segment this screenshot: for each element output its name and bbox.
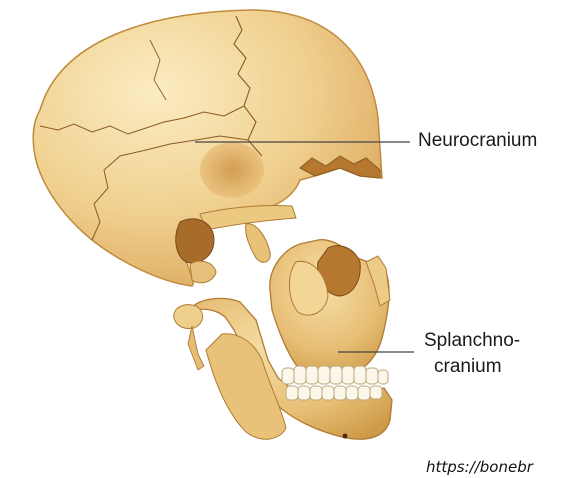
neurocranium-label: Neurocranium	[418, 129, 537, 153]
source-url-text: https://bonebr	[426, 458, 585, 476]
splanchnocranium-label-line2: cranium	[434, 355, 502, 379]
upper-teeth	[282, 366, 388, 384]
splanchnocranium-label-line1: Splanchno-	[424, 329, 520, 353]
lower-teeth	[286, 386, 382, 400]
